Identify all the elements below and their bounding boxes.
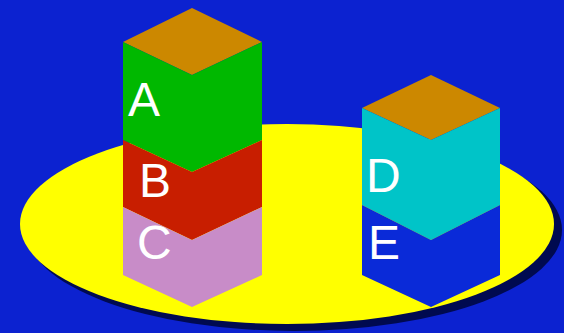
- block-face-shape: [123, 207, 262, 307]
- stack-block: E: [362, 205, 500, 307]
- block-letter: B: [139, 157, 171, 205]
- block-letter: D: [366, 152, 401, 200]
- block-face-shape: [362, 205, 500, 307]
- block-letter: C: [137, 219, 172, 267]
- block-letter: A: [128, 76, 160, 124]
- stack-block: C: [123, 207, 262, 307]
- block-letter: E: [368, 219, 400, 267]
